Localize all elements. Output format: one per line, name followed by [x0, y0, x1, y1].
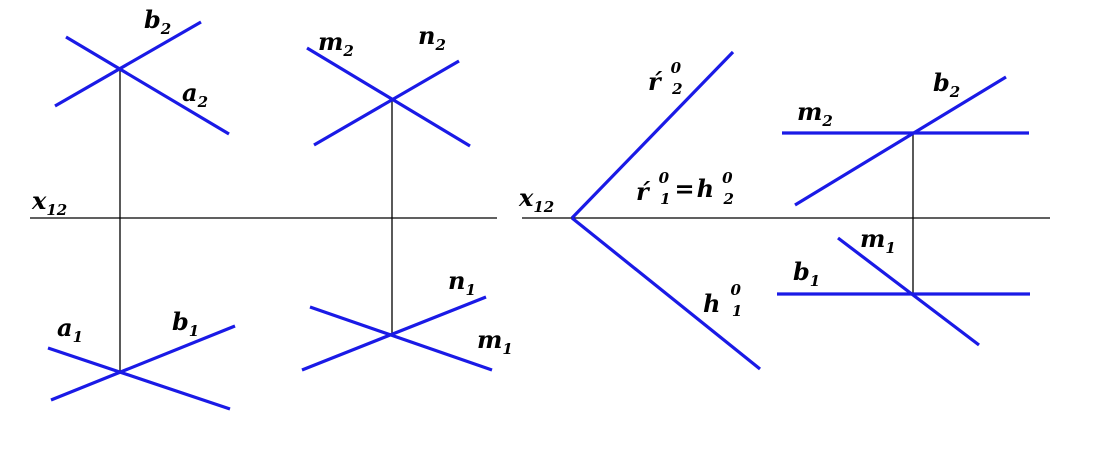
- line-b2: [54, 20, 202, 108]
- label-right-m1: m1: [860, 224, 896, 257]
- line-a1: [47, 346, 231, 411]
- line-a2: [65, 35, 230, 136]
- trace-h1-line: [570, 216, 762, 371]
- line-right-m1: [837, 236, 980, 347]
- label-a2: a2: [182, 78, 208, 111]
- line-n2: [313, 59, 460, 147]
- label-b1: b1: [172, 307, 199, 340]
- label-m1: m1: [477, 325, 513, 358]
- line-m2: [306, 46, 471, 148]
- label-n1: n1: [448, 266, 476, 299]
- label-right-b1: b1: [793, 257, 820, 290]
- left-axis-label: x12: [31, 186, 67, 219]
- label-right-b2: b2: [933, 68, 960, 101]
- trace-f2-line: [570, 50, 735, 220]
- label-m2: m2: [318, 27, 354, 60]
- right-axis-label: x12: [518, 183, 554, 216]
- line-right-b2: [794, 75, 1007, 207]
- line-m1: [309, 305, 493, 372]
- label-n2: n2: [418, 21, 446, 54]
- left-figure: x12 b2 a2 m2 n2 a1 b1 n1 m1: [30, 5, 513, 411]
- line-b1: [50, 324, 236, 402]
- label-b2: b2: [144, 5, 171, 38]
- line-n1: [301, 295, 487, 372]
- label-a1: a1: [57, 313, 83, 346]
- label-right-m2: m2: [797, 97, 833, 130]
